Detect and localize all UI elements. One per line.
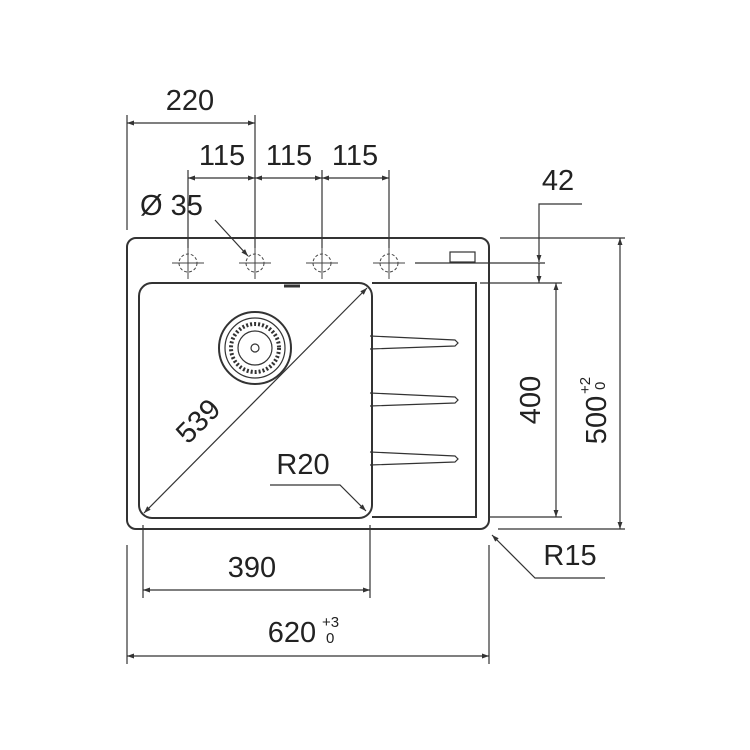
dim-r15: R15 — [543, 540, 596, 572]
top-dimensions: 220 115 115 115 Ø 35 — [126, 85, 390, 257]
dim-500-tol-minus: 0 — [592, 382, 609, 390]
dim-r20: R20 — [276, 449, 329, 481]
dim-620-tol-plus: +3 — [322, 614, 339, 631]
dim-42: 42 — [542, 165, 574, 197]
dim-620: 620 — [268, 617, 316, 649]
dim-115-3: 115 — [332, 140, 378, 172]
tap-hole-2 — [239, 247, 271, 279]
dim-620-tol-minus: 0 — [326, 630, 334, 647]
dim-539: 539 — [170, 393, 227, 450]
drain-strainer-icon — [218, 311, 292, 385]
right-dimensions: 42 400 500 +2 0 R15 — [480, 165, 625, 579]
dim-hole-diameter: Ø 35 — [140, 190, 203, 222]
tap-hole-3 — [306, 247, 338, 279]
dim-500: 500 — [581, 396, 613, 444]
bowl-dimensions: 539 R20 — [143, 287, 368, 514]
tap-hole-4 — [373, 247, 405, 279]
tap-holes — [172, 247, 545, 279]
drainboard-ribs — [369, 335, 459, 466]
bowl-outline — [138, 282, 373, 519]
drainboard-outline — [372, 282, 477, 518]
dim-115-1: 115 — [199, 140, 245, 172]
dim-220: 220 — [166, 85, 214, 117]
dim-115-2: 115 — [266, 140, 312, 172]
dim-400: 400 — [515, 376, 547, 424]
dim-500-tol-plus: +2 — [577, 377, 594, 394]
bottom-dimensions: 390 620 +3 0 — [126, 525, 490, 664]
dim-390: 390 — [228, 552, 276, 584]
tap-hole-1 — [172, 247, 204, 279]
sink-outline — [126, 237, 490, 530]
